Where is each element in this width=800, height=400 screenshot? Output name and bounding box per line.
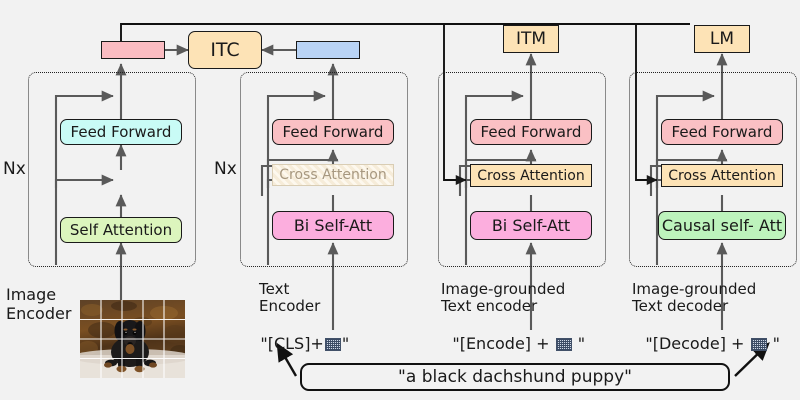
image-grounded-text-encoder-bi-self-att[interactable]: Bi Self-Att xyxy=(470,211,592,240)
image-grounded-text-encoder-feed-forward[interactable]: Feed Forward xyxy=(470,119,592,145)
repeat-label-image-encoder: Nx xyxy=(3,159,26,179)
input-image-grounded-text-encoder: "[Encode] + " xyxy=(432,316,585,372)
input-image-grounded-text-encoder-prefix: "[Encode] + xyxy=(452,333,550,353)
image-embedding-bar xyxy=(101,41,165,59)
text-embedding-bar xyxy=(296,41,360,59)
image-grounded-text-decoder-causal-self-att[interactable]: Causal self- Att xyxy=(658,211,786,240)
image-encoder-feed-forward[interactable]: Feed Forward xyxy=(60,119,182,145)
text-encoder-feed-forward[interactable]: Feed Forward xyxy=(272,119,394,145)
image-encoder-self-attention[interactable]: Self Attention xyxy=(60,217,182,243)
group-image-grounded-text-encoder xyxy=(438,72,606,267)
input-text-encoder: "[CLS]+ " xyxy=(240,316,349,372)
group-image-encoder xyxy=(28,72,196,267)
image-grounded-text-encoder-cross-attention[interactable]: Cross Attention xyxy=(470,164,592,187)
head-itm[interactable]: ITM xyxy=(503,25,559,53)
input-image-grounded-text-decoder: "[Decode] + " xyxy=(625,316,780,372)
caption-text-encoder: Text Encoder xyxy=(259,280,321,316)
input-text-encoder-prefix: "[CLS]+ xyxy=(260,333,324,353)
caption-image-grounded-text-decoder: Image-grounded Text decoder xyxy=(632,280,757,316)
group-text-encoder xyxy=(240,72,408,267)
dachshund-puppy-photo xyxy=(72,300,192,378)
repeat-label-text-encoder: Nx xyxy=(214,159,237,179)
group-image-grounded-text-decoder xyxy=(629,72,797,267)
text-encoder-bi-self-att[interactable]: Bi Self-Att xyxy=(272,211,394,240)
missing-glyph-icon xyxy=(324,337,341,351)
caption-sentence-box: "a black dachshund puppy" xyxy=(300,363,730,391)
caption-image-encoder: Image Encoder xyxy=(6,285,72,323)
patch-grid-overlay xyxy=(80,300,185,378)
input-image-grounded-text-decoder-prefix: "[Decode] + xyxy=(645,333,745,353)
image-grounded-text-decoder-cross-attention[interactable]: Cross Attention xyxy=(661,164,783,187)
missing-glyph-icon xyxy=(750,337,767,351)
input-image-grounded-text-decoder-suffix: " xyxy=(772,333,780,353)
input-image-grounded-text-encoder-suffix: " xyxy=(577,333,586,353)
caption-image-grounded-text-encoder: Image-grounded Text encoder xyxy=(441,280,566,316)
input-text-encoder-suffix: " xyxy=(341,333,350,353)
image-grounded-text-decoder-feed-forward[interactable]: Feed Forward xyxy=(661,119,783,145)
head-lm[interactable]: LM xyxy=(694,25,750,53)
head-itc[interactable]: ITC xyxy=(188,31,262,69)
missing-glyph-icon xyxy=(555,337,572,351)
text-encoder-cross-attention-disabled: Cross Attention xyxy=(272,164,394,186)
